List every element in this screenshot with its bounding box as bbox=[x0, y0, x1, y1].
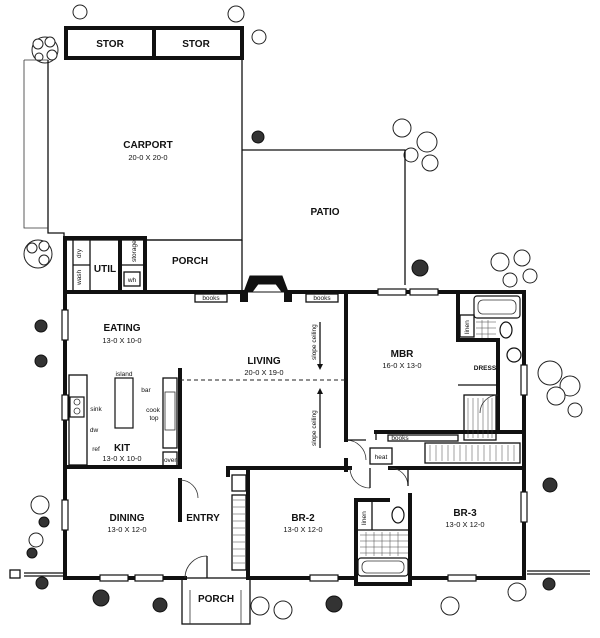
shrub-bottom-5 bbox=[273, 600, 293, 620]
shrub-left-1 bbox=[23, 239, 53, 269]
shrub-dark-1 bbox=[251, 130, 265, 144]
tree-cluster-right-top bbox=[392, 118, 439, 172]
wash-label: wash bbox=[76, 269, 83, 286]
shrub-top-2 bbox=[227, 5, 245, 23]
shrub-lower-left bbox=[26, 495, 50, 559]
closets bbox=[231, 394, 521, 571]
tree-cluster-right-low bbox=[537, 360, 583, 418]
oven-label: oven bbox=[164, 457, 178, 464]
br3-dimensions: 13-0 X 12-0 bbox=[445, 520, 484, 529]
dining-dimensions: 13-0 X 12-0 bbox=[107, 525, 146, 534]
dining-label: DINING bbox=[110, 513, 145, 524]
books-mbr-label: books bbox=[391, 435, 409, 442]
patio-label: PATIO bbox=[310, 207, 339, 218]
shrub-bottom-4 bbox=[250, 596, 270, 616]
interior-walls bbox=[63, 236, 526, 580]
shrub-bottom-8 bbox=[507, 582, 527, 602]
shrub-top-1 bbox=[72, 4, 88, 20]
fireplace bbox=[240, 275, 292, 302]
shrub-bottom-1 bbox=[35, 576, 49, 590]
shrub-bottom-7 bbox=[440, 596, 460, 616]
carport-dimensions: 20-0 X 20-0 bbox=[128, 153, 167, 162]
shrub-bottom-6 bbox=[325, 595, 343, 613]
dry-label: dry bbox=[76, 248, 83, 258]
landscaping bbox=[9, 4, 583, 620]
mbr-label: MBR bbox=[391, 349, 415, 360]
wh-label: wh bbox=[127, 277, 137, 284]
windows bbox=[61, 288, 528, 582]
storage-units bbox=[64, 26, 244, 60]
linen-hall-label: linen bbox=[361, 511, 368, 525]
shrub-bottom-3 bbox=[152, 597, 168, 613]
shrub-left-2 bbox=[34, 319, 48, 333]
living-dimensions: 20-0 X 19-0 bbox=[244, 368, 283, 377]
eating-label: EATING bbox=[103, 323, 140, 334]
heat-label: heat bbox=[375, 454, 388, 461]
sink-label: sink bbox=[90, 406, 102, 413]
ref-label: ref bbox=[92, 446, 100, 453]
dw-label: dw bbox=[90, 427, 99, 434]
shrub-left-3 bbox=[34, 354, 48, 368]
top-label: top bbox=[149, 415, 158, 422]
shrub-top-left bbox=[31, 36, 59, 64]
room-labels: STOR STOR CARPORT 20-0 X 20-0 PATIO UTIL… bbox=[94, 39, 497, 605]
linen-mbr-label: linen bbox=[464, 320, 471, 334]
entry-label: ENTRY bbox=[186, 513, 220, 524]
util-label: UTIL bbox=[94, 264, 116, 275]
storage-label: storage bbox=[131, 240, 138, 262]
shrub-dark-3 bbox=[542, 477, 558, 493]
tree-cluster-right-mid bbox=[490, 249, 538, 288]
br2-dimensions: 13-0 X 12-0 bbox=[283, 525, 322, 534]
fixture-labels: wash dry storage wh books books books li… bbox=[76, 240, 471, 525]
slope-ceiling-upper: slope ceiling bbox=[311, 324, 318, 360]
shrub-top-3 bbox=[251, 29, 267, 45]
bath-fixtures bbox=[357, 295, 522, 577]
slope-ceiling-lower: slope ceiling bbox=[311, 410, 318, 446]
br2-label: BR-2 bbox=[291, 513, 315, 524]
shrub-dark-2 bbox=[411, 259, 429, 277]
island-label: island bbox=[116, 371, 133, 378]
mbr-dimensions: 16-0 X 13-0 bbox=[382, 361, 421, 370]
shrub-bottom-2 bbox=[92, 589, 110, 607]
meter-box bbox=[9, 569, 21, 579]
kitchen-fixtures bbox=[68, 374, 178, 467]
stor-label-1: STOR bbox=[96, 39, 124, 50]
kit-label: KIT bbox=[114, 443, 130, 454]
kit-dimensions: 13-0 X 10-0 bbox=[102, 454, 141, 463]
bookshelves bbox=[194, 293, 459, 442]
ceiling-marks bbox=[180, 322, 346, 448]
carport-label: CARPORT bbox=[123, 140, 172, 151]
books-left-label: books bbox=[202, 295, 220, 302]
water-heater bbox=[123, 271, 141, 287]
porch-rear-label: PORCH bbox=[172, 256, 208, 267]
bar-label: bar bbox=[141, 387, 151, 394]
eating-dimensions: 13-0 X 10-0 bbox=[102, 336, 141, 345]
stor-label-2: STOR bbox=[182, 39, 210, 50]
br3-label: BR-3 bbox=[453, 508, 477, 519]
living-label: LIVING bbox=[247, 356, 281, 367]
dress-label: DRESS bbox=[474, 365, 497, 372]
porch-front-label: PORCH bbox=[198, 594, 234, 605]
books-right-label: books bbox=[313, 295, 331, 302]
doors bbox=[179, 394, 499, 579]
slabs bbox=[23, 59, 590, 625]
shrub-bottom-9 bbox=[542, 577, 556, 591]
cook-label: cook bbox=[146, 407, 160, 414]
